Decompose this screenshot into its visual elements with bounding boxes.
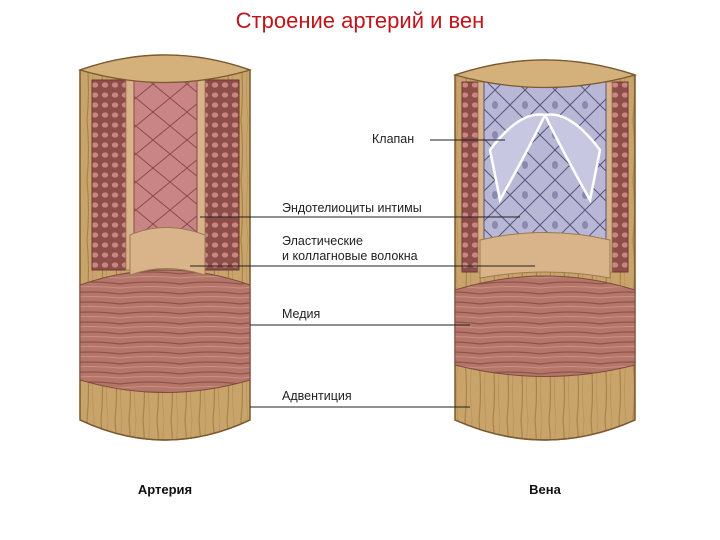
label-fibers-line1: Эластические (282, 234, 363, 248)
label-valve: Клапан (372, 132, 414, 146)
leader-lines (190, 139, 535, 408)
label-fibers-line2: и коллагновые волокна (282, 249, 418, 263)
label-endothelium: Эндотелиоциты интимы (282, 201, 422, 215)
vein-illustration (452, 59, 638, 441)
caption-artery: Артерия (138, 482, 192, 497)
label-media: Медия (282, 307, 320, 321)
page-title: Строение артерий и вен (235, 8, 485, 33)
artery-illustration (78, 54, 252, 441)
label-adventitia: Адвентиция (282, 389, 352, 403)
caption-vein: Вена (529, 482, 561, 497)
